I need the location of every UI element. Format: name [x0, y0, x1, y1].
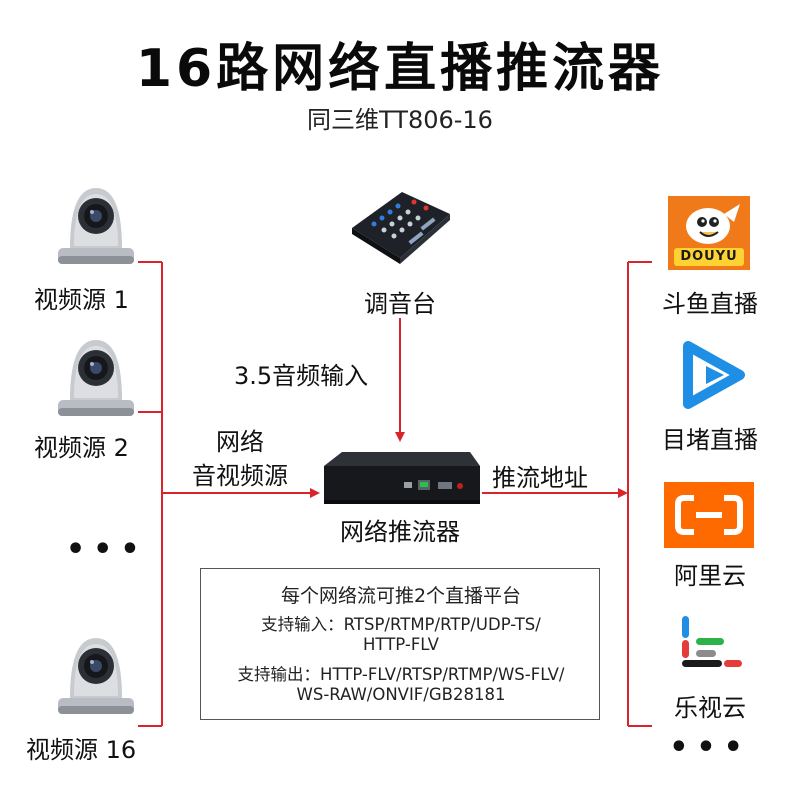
- mixer-input-label: 3.5音频输入: [234, 362, 369, 390]
- source-label-2: 视频源 2: [34, 434, 129, 462]
- device-label: 网络推流器: [340, 518, 460, 546]
- camera-icon: [58, 638, 134, 714]
- info-input-line-2: HTTP-FLV: [363, 635, 439, 654]
- source-ellipsis: •••: [66, 532, 148, 567]
- camera-icon: [58, 188, 134, 264]
- info-title: 每个网络流可推2个直播平台: [280, 585, 522, 607]
- letv-cloud-logo-icon: [682, 616, 742, 667]
- info-output-line-1: 支持输出：HTTP-FLV/RTSP/RTMP/WS-FLV/: [237, 665, 565, 684]
- info-output-line-2: WS-RAW/ONVIF/GB28181: [296, 685, 506, 704]
- platform-label-aliyun: 阿里云: [674, 562, 746, 590]
- douyu-mascot-icon: [674, 204, 744, 266]
- camera-icon: [58, 340, 134, 416]
- douyu-logo-text: DOUYU: [680, 249, 738, 264]
- page-subtitle: 同三维TT806-16: [307, 106, 493, 134]
- feature-info-box: 每个网络流可推2个直播平台 支持输入：RTSP/RTMP/RTP/UDP-TS/…: [200, 568, 600, 720]
- aliyun-logo-icon: [664, 482, 754, 548]
- mixer-label: 调音台: [364, 290, 436, 318]
- info-input-line-1: 支持输入：RTSP/RTMP/RTP/UDP-TS/: [261, 615, 541, 634]
- network-input-label-line2: 音视频源: [192, 462, 288, 490]
- push-address-label: 推流地址: [492, 464, 588, 492]
- platform-label-douyu: 斗鱼直播: [662, 290, 758, 318]
- page-title: 16路网络直播推流器: [135, 39, 665, 99]
- audio-mixer-icon: [352, 192, 450, 264]
- network-streamer-device-icon: [324, 452, 480, 504]
- platform-label-letv: 乐视云: [674, 694, 746, 722]
- source-label-16: 视频源 16: [26, 736, 137, 764]
- platform-bracket: [627, 261, 652, 727]
- network-input-label-line1: 网络: [216, 428, 264, 456]
- platform-ellipsis: •••: [669, 730, 751, 765]
- play-logo-icon: [683, 341, 745, 409]
- source-label-1: 视频源 1: [34, 286, 129, 314]
- douyu-logo: DOUYU: [668, 196, 750, 270]
- platform-label-video: 目堵直播: [662, 426, 758, 454]
